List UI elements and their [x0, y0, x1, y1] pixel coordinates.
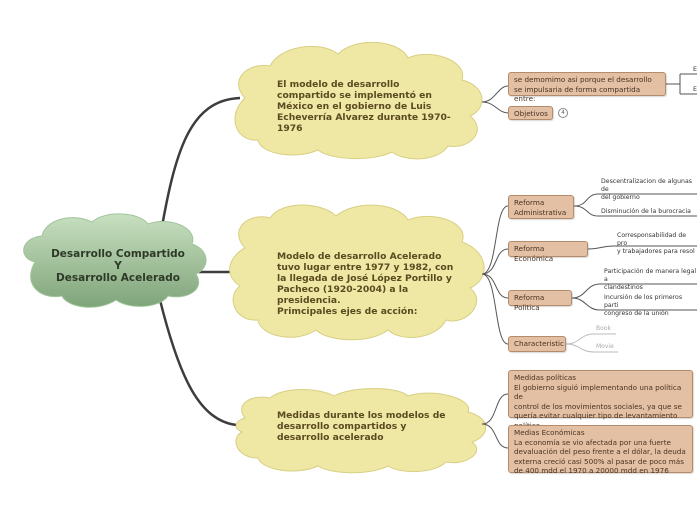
root-label: Desarrollo Compartido Y Desarrollo Acele…: [51, 248, 185, 284]
ra-leaf-burocracia[interactable]: Disminución de la burocracia: [601, 208, 691, 215]
topic-label-1: El modelo de desarrollo compartido se im…: [277, 79, 451, 134]
reforma-economica-node[interactable]: Reforma Económica: [508, 241, 588, 263]
characteristic-leaf-book[interactable]: Book: [596, 325, 611, 332]
collapsed-count-badge[interactable]: 4: [558, 108, 568, 118]
topic-cloud-3[interactable]: [235, 388, 487, 474]
topic-cloud-1[interactable]: [234, 41, 483, 160]
topic2-connectors: [481, 193, 697, 345]
cut-leaf-2: E: [693, 86, 697, 93]
reforma-politica-node[interactable]: Reforma Politica: [508, 290, 572, 312]
rp-leaf-incursion[interactable]: Incursión de los primeros parti congreso…: [604, 294, 683, 317]
medidas-politicas-node[interactable]: Medidas políticas El gobierno siguió imp…: [508, 370, 693, 430]
rp-leaf-participacion[interactable]: Participación de manera legal a clandest…: [604, 268, 697, 291]
topic-cloud-2[interactable]: [229, 204, 485, 341]
medidas-economicas-node[interactable]: Medias Económicas La economía se vio afe…: [508, 425, 693, 475]
topic1-connectors: [481, 73, 697, 114]
ra-leaf-descentralizacion[interactable]: Descentralizacion de algunas de del gobi…: [601, 178, 692, 201]
characteristic-node[interactable]: Characteristic: [508, 336, 566, 352]
topic3-connectors: [481, 393, 509, 449]
topic-label-2: Modelo de desarrollo Acelerado tuvo luga…: [277, 251, 454, 317]
characteristic-connectors: [565, 333, 618, 353]
root-node[interactable]: [23, 213, 207, 308]
re-leaf-corresponsabilidad[interactable]: Corresponsabilidad de pro y trabajadores…: [617, 232, 695, 255]
reforma-administrativa-node[interactable]: Reforma Administrativa: [508, 195, 574, 219]
objetivos-node[interactable]: Objetivos: [508, 106, 553, 120]
se-denomina-node[interactable]: se demomimo asi porque el desarrollo se …: [508, 72, 666, 103]
topic-label-3: Medidas durante los modelos de desarroll…: [277, 410, 446, 443]
cut-leaf-1: E: [693, 66, 697, 73]
characteristic-leaf-movie[interactable]: Movie: [596, 343, 614, 350]
